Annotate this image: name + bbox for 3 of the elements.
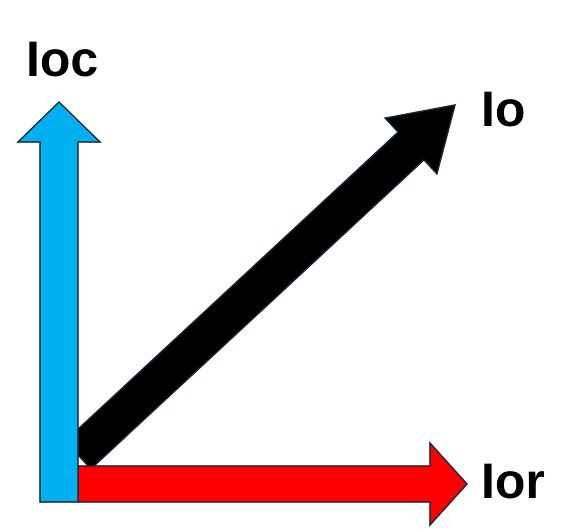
vector-label: Io	[481, 84, 526, 134]
vector-label: Ior	[481, 456, 545, 506]
vector-label: Ioc	[26, 34, 98, 84]
